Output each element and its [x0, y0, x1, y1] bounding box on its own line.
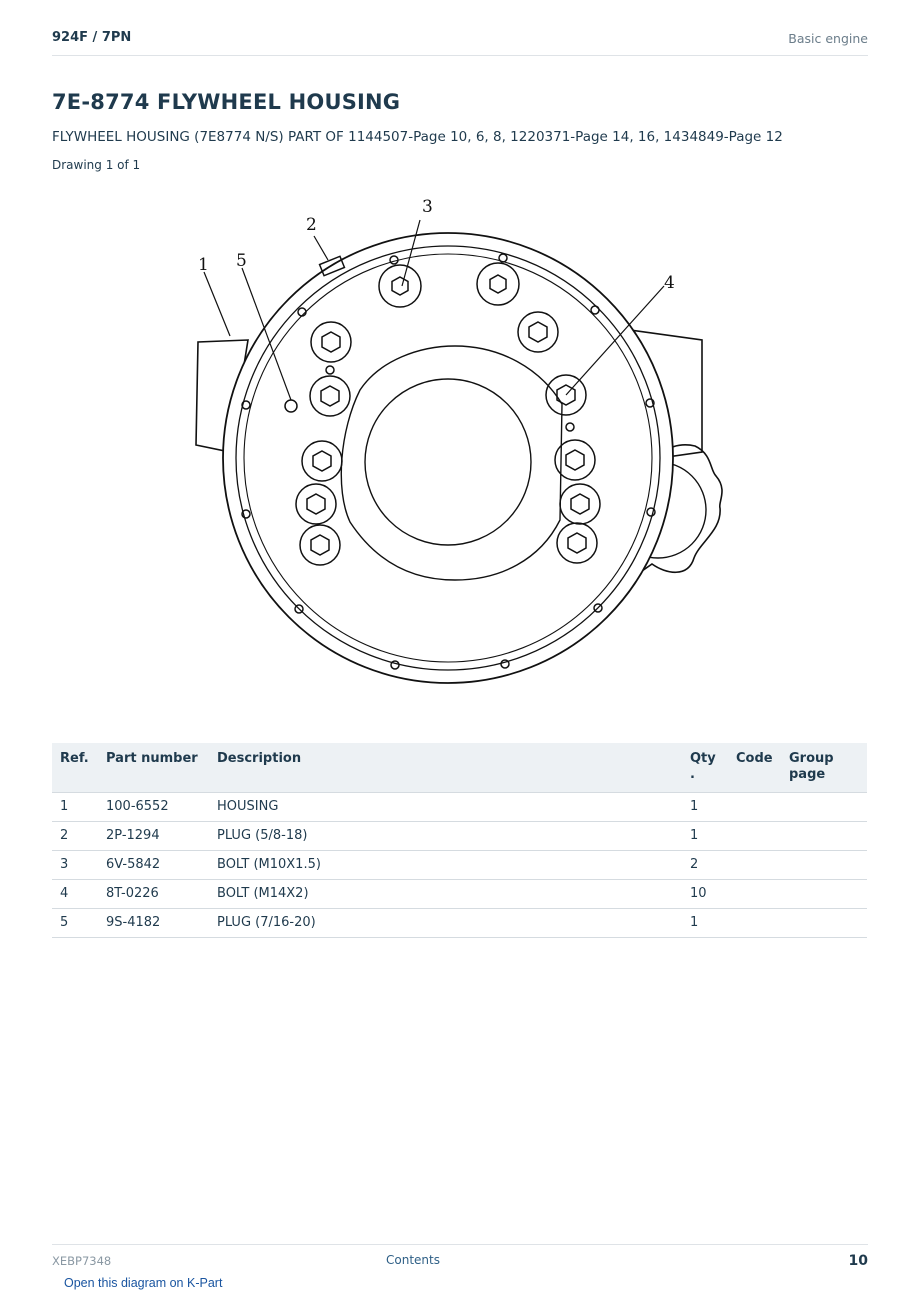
header-qty: Qty . — [682, 743, 728, 793]
page-number: 10 — [848, 1253, 868, 1269]
page-footer: XEBP7348 Contents 10 — [52, 1244, 868, 1274]
section-name: Basic engine — [788, 31, 868, 46]
callout-1: 1 — [198, 255, 209, 275]
row-code — [728, 850, 781, 880]
row-qty: 1 — [682, 792, 728, 822]
page-subtitle: FLYWHEEL HOUSING (7E8774 N/S) PART OF 11… — [52, 129, 783, 145]
row-ref: 1 — [52, 792, 98, 822]
diagram-svg: 1 2 3 4 5 — [195, 197, 723, 684]
parts-table: Ref. Part number Description Qty . Code … — [52, 743, 867, 938]
table-row: 1 100-6552 HOUSING 1 — [52, 792, 867, 822]
header-group-page: Group page — [781, 743, 867, 793]
document-id: XEBP7348 — [52, 1254, 112, 1268]
row-qty: 1 — [682, 908, 728, 938]
row-code — [728, 908, 781, 938]
row-part-number: 100-6552 — [98, 792, 209, 822]
row-qty: 2 — [682, 850, 728, 880]
table-row: 5 9S-4182 PLUG (7/16-20) 1 — [52, 908, 867, 938]
flywheel-housing-diagram: 1 2 3 4 5 — [180, 190, 740, 720]
callout-5: 5 — [236, 251, 247, 271]
row-ref: 5 — [52, 908, 98, 938]
row-code — [728, 792, 781, 822]
contents-link[interactable]: Contents — [386, 1253, 440, 1267]
row-description: PLUG (7/16-20) — [209, 908, 682, 938]
table-row: 3 6V-5842 BOLT (M10X1.5) 2 — [52, 850, 867, 880]
row-qty: 1 — [682, 821, 728, 851]
header-description: Description — [209, 743, 682, 793]
row-description: HOUSING — [209, 792, 682, 822]
row-part-number: 9S-4182 — [98, 908, 209, 938]
drawing-count: Drawing 1 of 1 — [52, 158, 141, 172]
header-code: Code — [728, 743, 781, 793]
row-ref: 3 — [52, 850, 98, 880]
row-group-page — [781, 792, 867, 822]
page-header: 924F / 7PN Basic engine — [52, 28, 868, 56]
header-ref: Ref. — [52, 743, 98, 793]
machine-model: 924F / 7PN — [52, 30, 132, 45]
row-code — [728, 879, 781, 909]
row-part-number: 6V-5842 — [98, 850, 209, 880]
row-ref: 2 — [52, 821, 98, 851]
row-group-page — [781, 821, 867, 851]
row-group-page — [781, 850, 867, 880]
row-group-page — [781, 908, 867, 938]
row-group-page — [781, 879, 867, 909]
row-qty: 10 — [682, 879, 728, 909]
header-part-number: Part number — [98, 743, 209, 793]
open-kpart-link[interactable]: Open this diagram on K-Part — [64, 1276, 223, 1290]
table-row: 2 2P-1294 PLUG (5/8-18) 1 — [52, 821, 867, 851]
table-row: 4 8T-0226 BOLT (M14X2) 10 — [52, 879, 867, 909]
row-code — [728, 821, 781, 851]
callout-2: 2 — [306, 215, 317, 235]
callout-4: 4 — [664, 273, 675, 293]
row-part-number: 8T-0226 — [98, 879, 209, 909]
table-header-row: Ref. Part number Description Qty . Code … — [52, 743, 867, 793]
row-description: BOLT (M14X2) — [209, 879, 682, 909]
callout-3: 3 — [422, 197, 433, 217]
row-part-number: 2P-1294 — [98, 821, 209, 851]
row-description: PLUG (5/8-18) — [209, 821, 682, 851]
row-description: BOLT (M10X1.5) — [209, 850, 682, 880]
row-ref: 4 — [52, 879, 98, 909]
page-title: 7E-8774 FLYWHEEL HOUSING — [52, 90, 401, 114]
